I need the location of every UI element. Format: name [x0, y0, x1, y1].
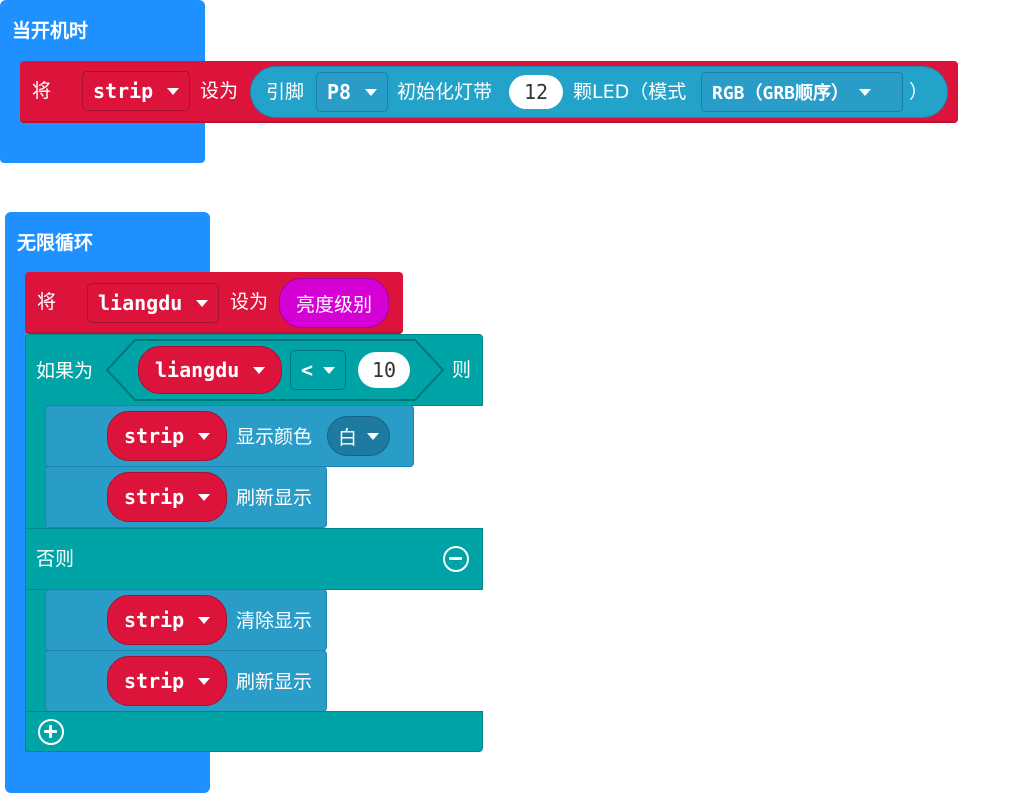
strip-reporter[interactable]: strip	[107, 472, 228, 522]
liangdu-variable-dropdown[interactable]: liangdu	[87, 283, 220, 323]
init-label: 初始化灯带	[397, 81, 493, 103]
set-prefix-label: 将	[37, 291, 57, 313]
if-label: 如果为	[36, 360, 94, 382]
on-start-label: 当开机时	[12, 20, 89, 42]
show-block[interactable]: strip 刷新显示	[45, 650, 327, 712]
else-label: 否则	[36, 548, 75, 570]
then-label: 则	[452, 359, 472, 381]
set-strip-block[interactable]: 将 strip 设为 引脚 P8 初始化灯带 12 颗LED（模式 RGB（GR…	[20, 61, 958, 123]
forever-body-rail	[5, 274, 27, 762]
chevron-down-icon	[198, 432, 211, 440]
set-to-label: 设为	[230, 291, 269, 313]
led-count-input[interactable]: 12	[509, 75, 563, 109]
pin-dropdown[interactable]: P8	[316, 72, 389, 112]
chevron-down-icon	[253, 366, 266, 374]
chevron-down-icon	[198, 616, 211, 624]
operator-dropdown[interactable]: <	[290, 350, 347, 390]
strip-reporter[interactable]: strip	[107, 595, 228, 645]
pin-label: 引脚	[266, 81, 305, 103]
set-to-label: 设为	[200, 80, 239, 102]
chevron-down-icon	[367, 432, 380, 440]
refresh-label: 刷新显示	[236, 487, 313, 509]
strip-reporter[interactable]: strip	[107, 656, 228, 706]
set-liangdu-block[interactable]: 将 liangdu 设为 亮度级别	[25, 272, 403, 334]
forever-block[interactable]: 无限循环	[5, 212, 210, 274]
light-level-reporter[interactable]: 亮度级别	[279, 278, 390, 328]
mode-dropdown[interactable]: RGB（GRB顺序）	[701, 72, 903, 112]
refresh-label: 刷新显示	[236, 671, 313, 693]
set-prefix-label: 将	[32, 80, 52, 102]
liangdu-reporter[interactable]: liangdu	[138, 346, 283, 394]
chevron-down-icon	[198, 677, 211, 685]
else-section: 否则	[25, 528, 483, 590]
neopixel-create-reporter[interactable]: 引脚 P8 初始化灯带 12 颗LED（模式 RGB（GRB顺序） ）	[250, 66, 948, 118]
close-paren-label: ）	[909, 81, 929, 103]
chevron-down-icon	[323, 366, 336, 374]
forever-bottom-cap	[5, 752, 210, 793]
clear-label: 清除显示	[236, 610, 313, 632]
chevron-down-icon	[859, 88, 872, 96]
strip-variable-dropdown[interactable]: strip	[82, 71, 191, 111]
color-dropdown[interactable]: 白	[327, 416, 391, 456]
show-color-label: 显示颜色	[236, 426, 313, 448]
show-block[interactable]: strip 刷新显示	[45, 466, 327, 528]
chevron-down-icon	[167, 87, 180, 95]
chevron-down-icon	[365, 88, 378, 96]
chevron-down-icon	[198, 493, 211, 501]
chevron-down-icon	[196, 299, 209, 307]
led-mode-label: 颗LED（模式	[573, 81, 687, 103]
strip-reporter[interactable]: strip	[107, 411, 228, 461]
remove-else-icon[interactable]	[443, 546, 469, 572]
clear-block[interactable]: strip 清除显示	[45, 589, 327, 651]
add-else-icon[interactable]	[38, 719, 64, 745]
forever-label: 无限循环	[17, 232, 94, 254]
compare-value-input[interactable]: 10	[358, 352, 410, 388]
if-bottom	[25, 711, 483, 752]
show-color-block[interactable]: strip 显示颜色 白	[45, 405, 414, 467]
